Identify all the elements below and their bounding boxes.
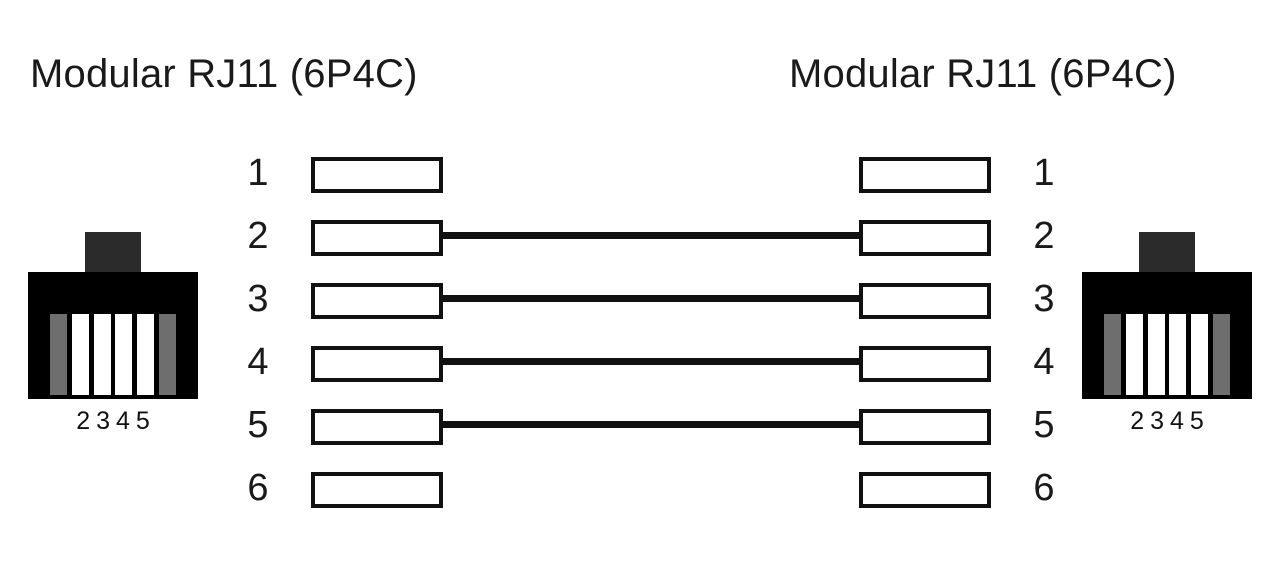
- pin-number-left: 1: [247, 152, 269, 194]
- connector-slot-label: 3: [96, 407, 110, 435]
- pin-box-right: [859, 157, 991, 193]
- pin-row: 4 4: [0, 341, 1280, 383]
- connector-slot-label: 4: [1170, 407, 1184, 435]
- connector-slot-label: 5: [135, 407, 150, 435]
- pin-box-right: [859, 472, 991, 508]
- left-connector-title: Modular RJ11 (6P4C): [30, 52, 418, 96]
- connector-latch-tab-right: [1139, 232, 1195, 276]
- pin-row: 5 5: [0, 404, 1280, 446]
- pin-number-right: 5: [1033, 404, 1055, 446]
- pin-box-right: [859, 346, 991, 382]
- connector-slots-right: [1104, 314, 1230, 395]
- connector-slot-label: 2: [1130, 407, 1145, 435]
- connector-slot-6-right: [1212, 314, 1230, 395]
- connector-slot-label: 4: [116, 407, 130, 435]
- pin-box-left: [311, 220, 443, 256]
- pin-number-right: 2: [1033, 215, 1055, 257]
- connector-slot-5-right: [1191, 314, 1209, 395]
- connector-slot-2-right: [1125, 314, 1143, 395]
- pin-number-left: 6: [247, 467, 269, 509]
- connector-slot-label: 2: [76, 407, 91, 435]
- connector-slot-3-right: [1147, 314, 1165, 395]
- pin-box-left: [311, 283, 443, 319]
- connector-slot-2-left: [71, 314, 89, 395]
- connector-slot-6-left: [158, 314, 176, 395]
- pin-box-right: [859, 409, 991, 445]
- connector-slot-1-left: [50, 314, 67, 395]
- connector-slot-label: 3: [1150, 407, 1164, 435]
- connector-slot-5-left: [137, 314, 155, 395]
- pin-box-left: [311, 346, 443, 382]
- pin-box-right: [859, 220, 991, 256]
- pin-row: 2 2: [0, 215, 1280, 257]
- pin-number-left: 2: [247, 215, 269, 257]
- pin-number-right: 1: [1033, 152, 1055, 194]
- connector-slot-label: 5: [1189, 407, 1204, 435]
- connector-slot-4-right: [1169, 314, 1187, 395]
- pin-wire: [443, 295, 861, 302]
- pin-wire: [443, 232, 861, 239]
- pin-number-right: 4: [1033, 341, 1055, 383]
- right-connector-title: Modular RJ11 (6P4C): [789, 52, 1177, 96]
- connector-slot-4-left: [115, 314, 133, 395]
- pin-box-right: [859, 283, 991, 319]
- pin-box-left: [311, 409, 443, 445]
- pin-wire: [443, 358, 861, 365]
- pin-number-left: 4: [247, 341, 269, 383]
- pin-wire: [443, 421, 861, 428]
- pin-number-right: 3: [1033, 278, 1055, 320]
- pin-row: 3 3: [0, 278, 1280, 320]
- pin-number-right: 6: [1033, 467, 1055, 509]
- pin-row: 6 6: [0, 467, 1280, 509]
- pin-number-left: 5: [247, 404, 269, 446]
- connector-slots-left: [50, 314, 176, 395]
- pin-row: 1 1: [0, 152, 1280, 194]
- connector-slot-3-left: [93, 314, 111, 395]
- pin-box-left: [311, 472, 443, 508]
- pin-number-left: 3: [247, 278, 269, 320]
- connector-slot-1-right: [1104, 314, 1121, 395]
- connector-latch-tab-left: [85, 232, 141, 276]
- pin-box-left: [311, 157, 443, 193]
